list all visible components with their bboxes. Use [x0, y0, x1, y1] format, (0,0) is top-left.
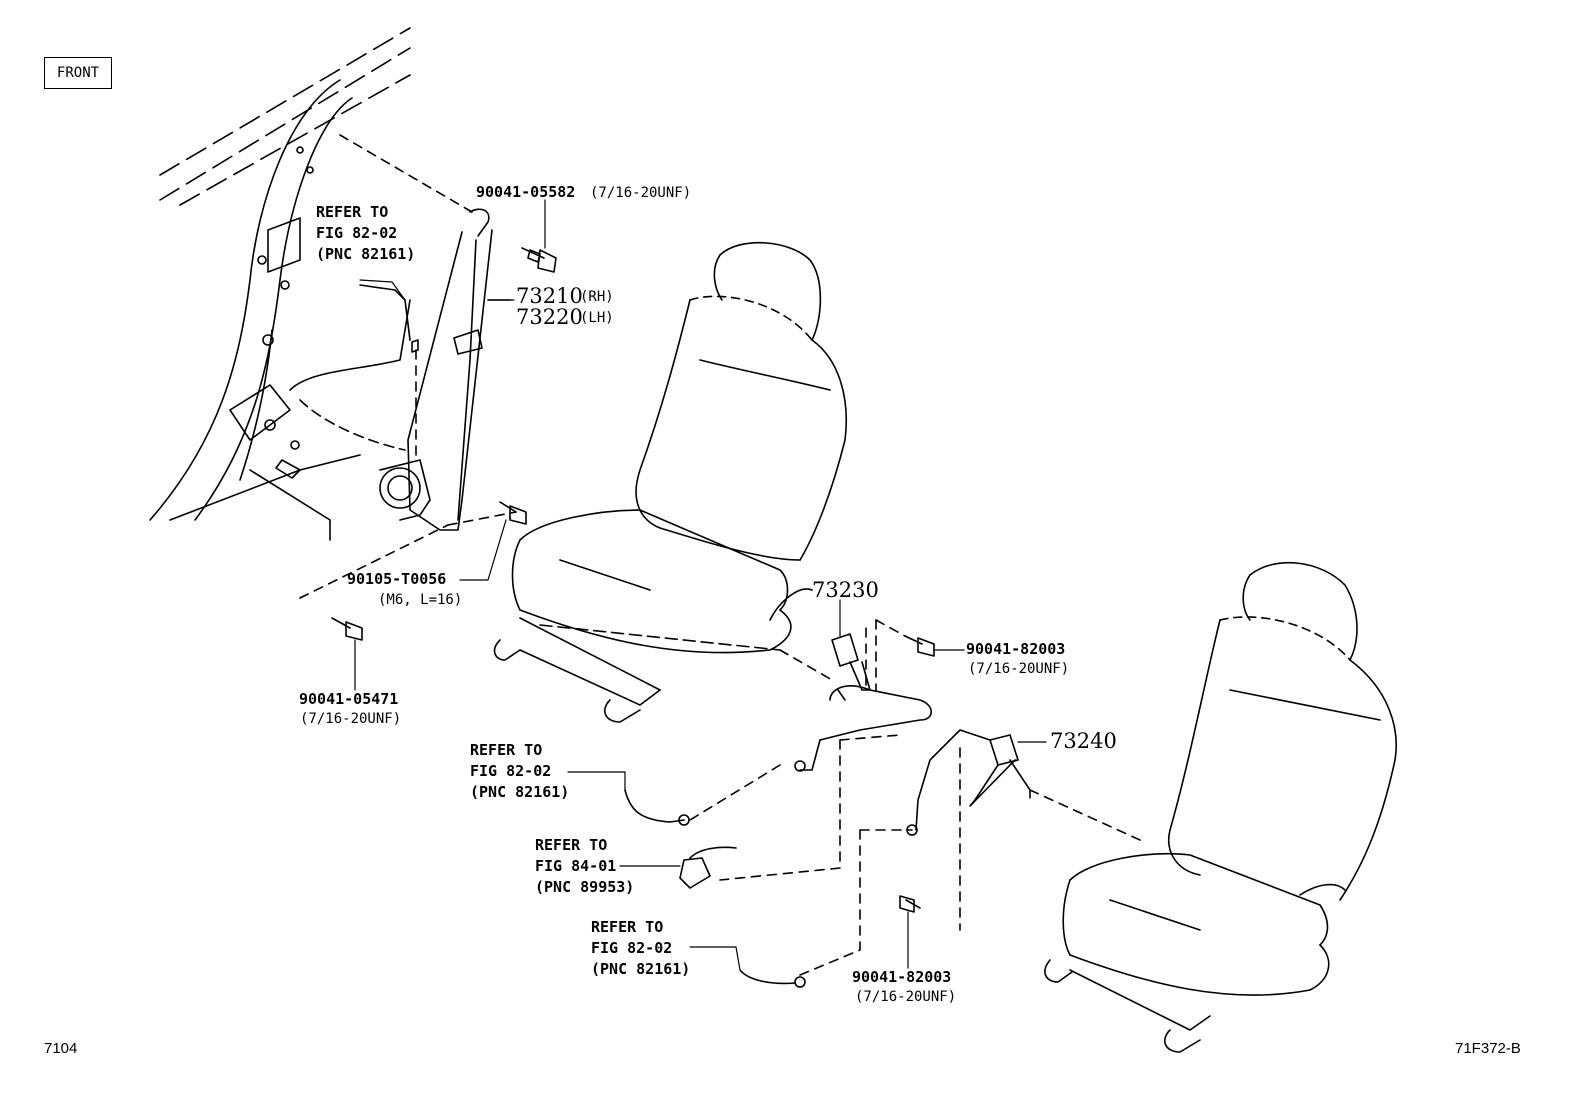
part-number-90041-82003-bottom: 90041-82003: [852, 968, 952, 986]
right-seat-outline: [1044, 561, 1397, 1053]
refer-pnc: (PNC 82161): [591, 960, 691, 978]
assembly-dashed-lines: [299, 134, 1141, 976]
bolt-90041-82003-bottom-icon: [899, 895, 921, 913]
body-pillar-outline: [149, 27, 411, 541]
refer-fig: FIG 82-02: [591, 939, 673, 957]
part-number-90041-05582: 90041-05582: [476, 183, 576, 201]
part-number-73230: 73230: [812, 578, 879, 602]
bolt-90041-05582-icon: [521, 247, 557, 273]
page-code-left: 7104: [44, 1040, 78, 1057]
refer-fig: FIG 82-02: [470, 762, 552, 780]
part-spec-90041-05582: (7/16-20UNF): [590, 185, 692, 201]
part-number-90041-05471: 90041-05471: [299, 690, 399, 708]
bolt-90041-05471-icon: [331, 617, 363, 641]
part-spec-90041-82003-right: (7/16-20UNF): [968, 661, 1070, 677]
refer-line: REFER TO: [535, 836, 608, 854]
part-number-90041-82003-right: 90041-82003: [966, 640, 1066, 658]
refer-fig: FIG 84-01: [535, 857, 617, 875]
part-side-73210: (RH): [580, 289, 614, 305]
refer-line: REFER TO: [591, 918, 664, 936]
refer-pnc: (PNC 89953): [535, 878, 635, 896]
refer-to-callout-3: REFER TO FIG 84-01 (PNC 89953): [535, 835, 634, 898]
harness-stubs: [624, 789, 806, 988]
front-direction-label: FRONT: [44, 57, 112, 89]
refer-line: REFER TO: [470, 741, 543, 759]
part-side-73220: (LH): [580, 310, 614, 326]
buckle-73230-assembly: [794, 633, 933, 772]
part-number-90105-T0056: 90105-T0056: [347, 570, 447, 588]
part-number-73210: 73210: [516, 284, 583, 308]
part-spec-90105-T0056: (M6, L=16): [378, 592, 463, 608]
buckle-73240-assembly: [906, 729, 1031, 836]
refer-line: REFER TO: [316, 203, 389, 221]
bolt-90105-T0056-icon: [499, 501, 527, 525]
refer-pnc: (PNC 82161): [316, 245, 416, 263]
label-leader-lines: [354, 199, 1047, 971]
refer-pnc: (PNC 82161): [470, 783, 570, 801]
refer-to-callout-4: REFER TO FIG 82-02 (PNC 82161): [591, 917, 690, 980]
refer-to-callout-1: REFER TO FIG 82-02 (PNC 82161): [316, 202, 415, 265]
part-spec-90041-05471: (7/16-20UNF): [300, 711, 402, 727]
part-number-73220: 73220: [516, 305, 583, 329]
refer-fig: FIG 82-02: [316, 224, 398, 242]
part-spec-90041-82003-bottom: (7/16-20UNF): [855, 989, 957, 1005]
bolt-90041-82003-right-icon: [904, 635, 935, 657]
front-seat-outline: [493, 241, 848, 723]
part-number-73240: 73240: [1050, 729, 1117, 753]
diagram-code-right: 71F372-B: [1455, 1040, 1521, 1057]
refer-to-callout-2: REFER TO FIG 82-02 (PNC 82161): [470, 740, 569, 803]
